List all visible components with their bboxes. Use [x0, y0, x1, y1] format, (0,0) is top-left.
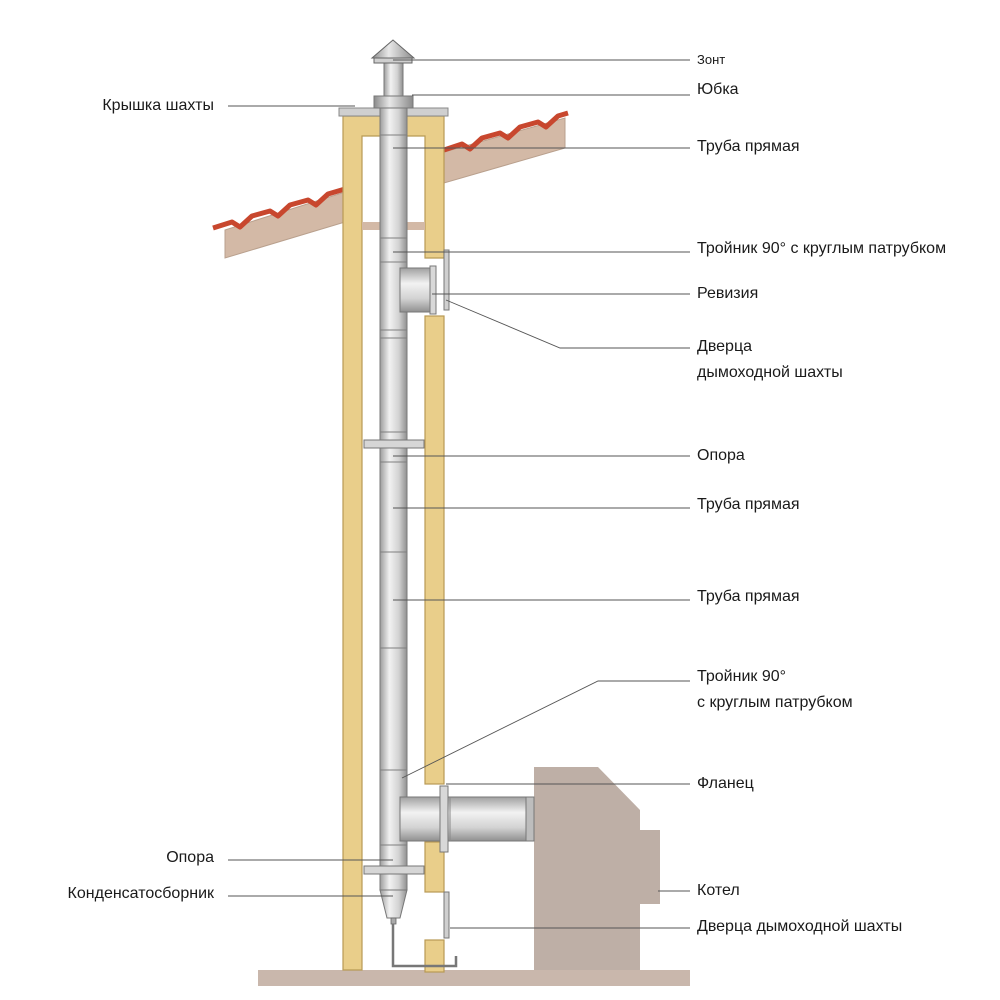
roof: [212, 110, 569, 259]
label-troynik-2-line1: Тройник 90°: [697, 668, 786, 685]
condensate-collector: [379, 889, 458, 968]
label-truba-1: Труба прямая: [697, 138, 800, 155]
label-reviziya: Ревизия: [697, 285, 758, 302]
label-zont: Зонт: [697, 52, 725, 67]
label-truba-2: Труба прямая: [697, 496, 800, 513]
support-lower: [363, 865, 425, 875]
roof-tiles-left: [212, 186, 346, 231]
floor: [258, 970, 690, 986]
label-kotel: Котел: [697, 882, 740, 899]
roof-tiles-right: [443, 110, 569, 153]
label-truba-3: Труба прямая: [697, 588, 800, 605]
label-flanec: Фланец: [697, 775, 754, 792]
label-dverca-2: Дверца дымоходной шахты: [697, 918, 902, 935]
label-yubka: Юбка: [697, 81, 739, 98]
boiler: [534, 767, 660, 970]
main-pipe: [379, 99, 408, 891]
label-opora-1: Опора: [697, 447, 745, 464]
door-lower: [443, 891, 450, 939]
labels: Зонт Юбка Крышка шахты Труба прямая Трой…: [68, 52, 947, 935]
shaft-walls: [342, 115, 445, 973]
label-opora-2: Опора: [166, 849, 214, 866]
upper-tee-revision: [399, 265, 437, 315]
label-troynik-2-line2: с круглым патрубком: [697, 694, 853, 711]
umbrella-cap: [370, 39, 416, 97]
lower-tee-connector: [399, 785, 535, 853]
label-dverca-1-line1: Дверца: [697, 338, 752, 355]
leader-lines: [228, 59, 690, 929]
skirt: [373, 95, 414, 109]
label-dverca-1-line2: дымоходной шахты: [697, 364, 843, 381]
label-kryshka: Крышка шахты: [102, 97, 214, 114]
support-upper: [363, 439, 425, 449]
door-upper: [443, 249, 450, 311]
label-troynik-1: Тройник 90° с круглым патрубком: [697, 240, 946, 257]
label-kondensat: Конденсатосборник: [68, 885, 215, 902]
